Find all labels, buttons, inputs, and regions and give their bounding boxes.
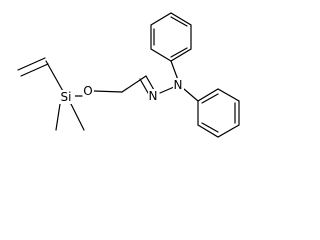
silicon-methyl-bond-right — [70, 103, 85, 131]
dimethyl-groups — [55, 103, 85, 131]
right-phenyl-inner-bond-3 — [201, 122, 219, 133]
atom-labels: Si O N N — [56, 78, 184, 104]
right-phenyl-inner-bond-1 — [201, 93, 219, 104]
vinyl-to-silicon-bond — [45, 60, 65, 94]
ch2-ch-bond — [121, 75, 147, 93]
top-phenyl-inner-bond-3 — [170, 47, 188, 58]
imine-double-bond-b — [139, 78, 149, 94]
amine-nitrogen-label-mask — [173, 78, 184, 92]
amine-right-phenyl-bond — [183, 88, 199, 102]
oxygen-ch2-bond — [93, 90, 123, 93]
silicon-atom-label: Si — [61, 90, 72, 104]
phenyl-ring-top — [150, 12, 192, 81]
amine-top-phenyl-bond — [170, 60, 179, 81]
siloxy-chain — [74, 75, 147, 97]
chemical-structure-diagram: Si O N N — [17, 12, 240, 138]
oxygen-atom-label: O — [83, 84, 92, 98]
phenyl-ring-right — [183, 88, 240, 138]
vinyl-group — [17, 57, 65, 94]
top-phenyl-inner-bond-2 — [170, 16, 188, 27]
amine-nitrogen-atom-label: N — [174, 78, 183, 92]
hydrazone-linkage — [139, 75, 175, 94]
silicon-label-mask — [56, 90, 75, 104]
vinyl-terminal-double-bond-a — [17, 57, 46, 71]
top-phenyl-ring — [150, 12, 192, 62]
silicon-methyl-bond-left — [55, 103, 61, 131]
imine-nitrogen-atom-label: N — [149, 89, 158, 103]
vinyl-terminal-double-bond-b — [20, 63, 49, 77]
nitrogen-nitrogen-bond — [159, 86, 175, 94]
imine-double-bond-a — [145, 75, 155, 91]
oxygen-label-mask — [83, 84, 94, 98]
right-phenyl-ring — [197, 88, 240, 138]
imine-nitrogen-label-mask — [148, 89, 159, 103]
